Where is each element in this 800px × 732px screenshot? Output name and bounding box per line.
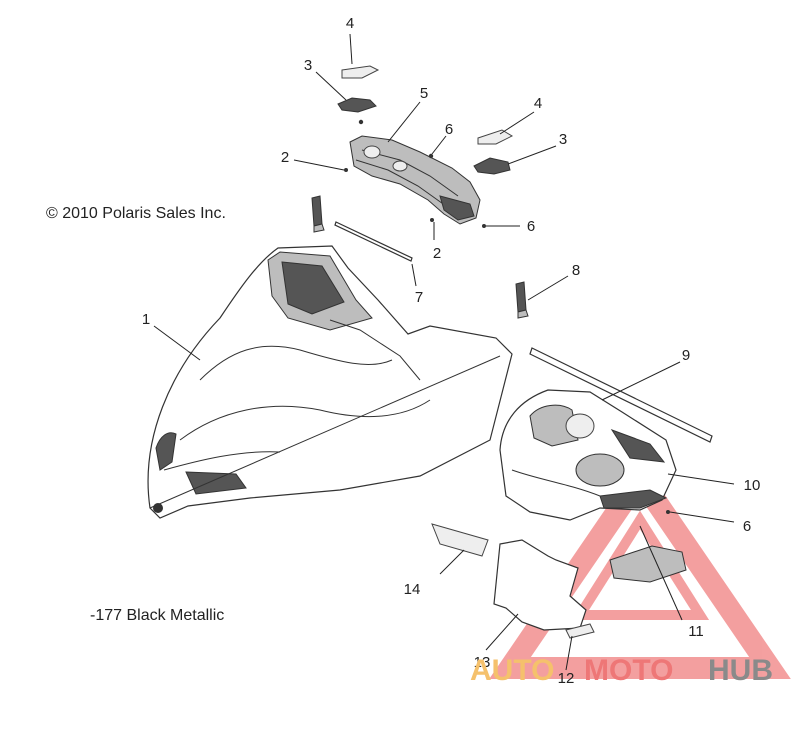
callout-6-mid: 6 [527,218,535,235]
part-4-top-cap [341,65,380,79]
callout-3-top: 3 [304,57,312,74]
watermark-hub: HUB [708,654,773,687]
part-11-pad [609,545,687,583]
callout-9: 9 [682,347,690,364]
callout-4-right: 4 [534,95,542,112]
fasteners [344,153,670,514]
callout-10: 10 [744,477,761,494]
part-14-decal [431,523,489,557]
part-8-clip-right [515,281,529,319]
part-7-trim-strip [334,221,413,262]
callout-7: 7 [415,289,423,306]
callout-numbers: 4 3 5 4 6 3 2 6 2 7 8 1 9 10 6 14 11 13 … [142,15,761,687]
part-4-right-cap [477,129,514,145]
part-3-right-bracket [473,157,511,175]
callout-8: 8 [572,262,580,279]
callout-6-right: 6 [743,518,751,535]
callout-3-right: 3 [559,131,567,148]
callout-2-bottom: 2 [433,245,441,262]
part-1-hood [147,245,513,519]
callout-11: 11 [688,623,704,640]
part-3-top-bracket [337,97,377,125]
color-note: -177 Black Metallic [90,607,224,624]
part-8-clip-left [311,195,325,233]
watermark-logo: AUTO MOTO HUB [470,654,773,687]
callout-5: 5 [420,85,428,102]
part-9-trim-strip [529,347,713,443]
part-5-gauge-housing [349,135,481,225]
part-10-inner-console [499,389,677,521]
callout-13: 13 [474,654,491,671]
part-13-heat-shield [493,539,587,631]
copyright-text: © 2010 Polaris Sales Inc. [46,205,226,222]
callout-14: 14 [404,581,421,598]
watermark-auto: AUTO [470,654,554,687]
callout-4-top: 4 [346,15,354,32]
callout-2-left: 2 [281,149,289,166]
leader-lines [153,33,735,671]
callout-6-top: 6 [445,121,453,138]
callout-1: 1 [142,311,150,328]
watermark-moto: MOTO [584,654,673,687]
callout-12: 12 [558,670,575,687]
part-12-small-decal [565,623,595,639]
